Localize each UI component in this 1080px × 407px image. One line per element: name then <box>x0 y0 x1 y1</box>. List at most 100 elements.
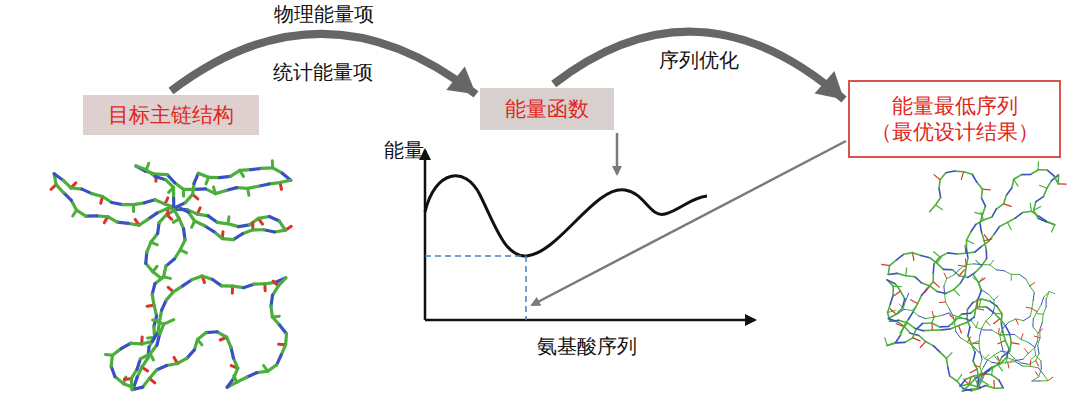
bond <box>997 306 1002 314</box>
bond <box>903 301 905 309</box>
bond <box>901 291 905 299</box>
side-atom <box>1035 372 1038 377</box>
bond <box>932 273 934 282</box>
bond <box>1033 312 1037 319</box>
bond <box>167 364 178 366</box>
bond <box>940 326 949 328</box>
bond <box>890 260 897 266</box>
bond <box>1006 188 1011 195</box>
side-atom <box>934 252 940 257</box>
bond <box>1010 343 1012 352</box>
bond <box>964 318 972 321</box>
bond <box>960 265 966 270</box>
side-atom <box>885 338 887 346</box>
bond <box>932 264 934 273</box>
bond <box>198 173 208 177</box>
bond <box>280 180 291 182</box>
side-atom <box>1030 203 1031 211</box>
bond <box>237 377 247 382</box>
bond <box>957 252 966 254</box>
bond <box>1035 347 1036 355</box>
bond <box>976 327 984 329</box>
bond <box>982 290 989 294</box>
structure-box: 目标主链结构 <box>83 95 259 135</box>
side-atom <box>990 260 994 265</box>
bond <box>944 294 946 302</box>
bond <box>901 326 904 334</box>
bond <box>1007 218 1015 222</box>
bond <box>128 223 139 225</box>
side-atom <box>1030 360 1031 366</box>
bond <box>1009 319 1016 322</box>
bond <box>1023 211 1032 212</box>
bond <box>243 284 253 287</box>
bond <box>172 198 175 209</box>
bond <box>994 387 1003 389</box>
bond <box>897 254 904 260</box>
bond <box>1001 343 1003 351</box>
bond <box>155 200 165 204</box>
bond <box>888 273 897 274</box>
bond <box>112 349 121 356</box>
bond <box>220 176 231 177</box>
bond <box>215 191 226 194</box>
bond <box>275 230 286 232</box>
bond <box>992 330 999 334</box>
bond <box>975 266 981 272</box>
bond <box>284 334 288 345</box>
bond <box>904 309 912 310</box>
bond <box>909 311 914 319</box>
bond <box>1033 327 1038 333</box>
bond <box>973 352 975 361</box>
bond <box>251 168 262 169</box>
node-text: 目标主链结构 <box>108 102 234 128</box>
bond <box>896 335 901 343</box>
bond <box>989 234 994 241</box>
side-atom <box>977 299 978 307</box>
bond <box>222 284 233 287</box>
bond <box>974 347 979 353</box>
bond <box>155 176 166 179</box>
bond <box>968 327 970 336</box>
bond <box>965 267 966 276</box>
result-box: 能量最低序列（最优设计结果） <box>848 80 1061 158</box>
bond <box>136 166 146 171</box>
bond <box>231 347 233 358</box>
bond <box>1024 316 1031 320</box>
pointer-arrow <box>616 133 619 174</box>
bond <box>959 276 968 278</box>
bond <box>999 380 1003 388</box>
bond <box>960 379 966 386</box>
bond <box>160 324 164 334</box>
bond <box>897 273 906 275</box>
bond <box>890 295 893 304</box>
bond <box>1021 363 1029 364</box>
side-atom <box>896 324 904 327</box>
bond <box>151 233 158 242</box>
side-atom <box>984 239 992 241</box>
bond <box>1043 374 1048 381</box>
bond <box>979 344 980 352</box>
side-atom <box>937 257 942 263</box>
bond <box>980 375 983 383</box>
bond <box>978 283 981 292</box>
side-atom <box>957 375 962 382</box>
bond <box>1039 216 1047 221</box>
bond <box>937 263 943 269</box>
side-atom <box>1038 329 1043 333</box>
bond <box>980 223 982 232</box>
bond <box>984 360 988 367</box>
bond <box>159 215 166 223</box>
bond <box>54 174 63 180</box>
side-atom <box>954 290 960 296</box>
bond <box>971 321 976 328</box>
x-axis <box>425 319 755 322</box>
bond <box>923 322 932 324</box>
curved-arrow <box>171 34 476 94</box>
bond <box>1000 319 1006 326</box>
side-atom <box>944 273 947 278</box>
bond <box>248 186 259 188</box>
bond <box>941 328 950 330</box>
bond <box>983 217 991 220</box>
bond <box>146 170 155 177</box>
